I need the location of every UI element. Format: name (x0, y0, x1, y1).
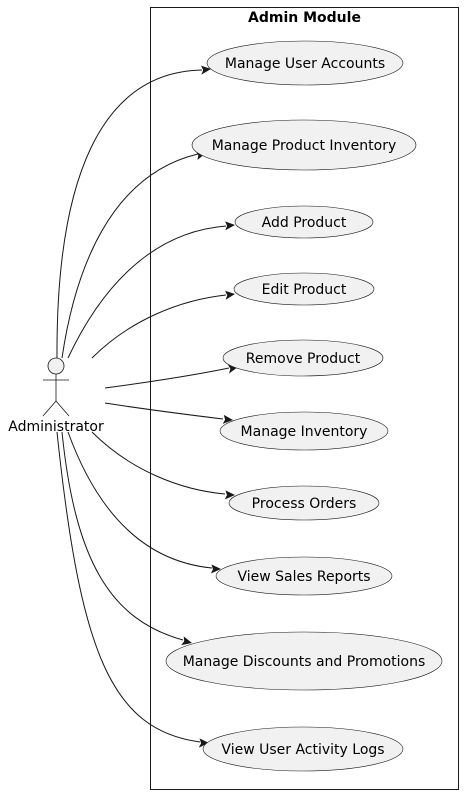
system-boundary: Admin Module (150, 7, 459, 790)
use-case-label: Remove Product (246, 351, 361, 367)
use-case-manage-user-accounts[interactable]: Manage User Accounts (206, 40, 404, 86)
use-cases: Manage User Accounts Manage Product Inve… (165, 40, 443, 772)
association-manage-product-inventory (61, 151, 206, 359)
use-case-view-sales-reports[interactable]: View Sales Reports (215, 556, 393, 596)
use-case-manage-product-inventory[interactable]: Manage Product Inventory (191, 119, 417, 171)
use-case-label: Manage Inventory (241, 424, 368, 440)
actor-head (47, 357, 65, 375)
system-boundary-title: Admin Module (248, 10, 361, 26)
actor-leg-right (55, 400, 70, 417)
association-view-sales-reports (67, 431, 221, 574)
association-process-orders (91, 431, 235, 500)
associations (56, 65, 238, 748)
association-manage-user-accounts (56, 65, 211, 359)
use-case-label: Manage Discounts and Promotions (183, 654, 426, 670)
use-case-remove-product[interactable]: Remove Product (222, 339, 384, 377)
association-view-user-activity-logs (56, 431, 209, 748)
association-manage-discounts-and-promotions (61, 431, 192, 646)
association-add-product (67, 221, 235, 359)
use-case-manage-inventory[interactable]: Manage Inventory (219, 411, 389, 451)
use-case-label: Add Product (262, 215, 347, 231)
system-boundary-box (150, 7, 459, 790)
use-case-label: Edit Product (262, 282, 347, 298)
use-case-label: View Sales Reports (237, 569, 370, 585)
use-case-label: Manage Product Inventory (212, 138, 397, 154)
use-case-manage-discounts-and-promotions[interactable]: Manage Discounts and Promotions (165, 631, 443, 691)
use-case-edit-product[interactable]: Edit Product (233, 272, 375, 306)
use-case-label: Manage User Accounts (225, 56, 385, 72)
association-edit-product (91, 290, 235, 359)
association-manage-inventory (104, 402, 233, 424)
actor-name: Administrator (8, 419, 104, 435)
actor-administrator[interactable]: Administrator (8, 357, 104, 435)
use-case-view-user-activity-logs[interactable]: View User Activity Logs (202, 726, 404, 772)
use-case-add-product[interactable]: Add Product (234, 205, 374, 239)
association-remove-product (104, 364, 238, 389)
use-case-label: Process Orders (252, 496, 357, 512)
actor-leg-left (42, 400, 57, 417)
use-case-process-orders[interactable]: Process Orders (228, 485, 380, 521)
use-case-label: View User Activity Logs (221, 742, 384, 758)
